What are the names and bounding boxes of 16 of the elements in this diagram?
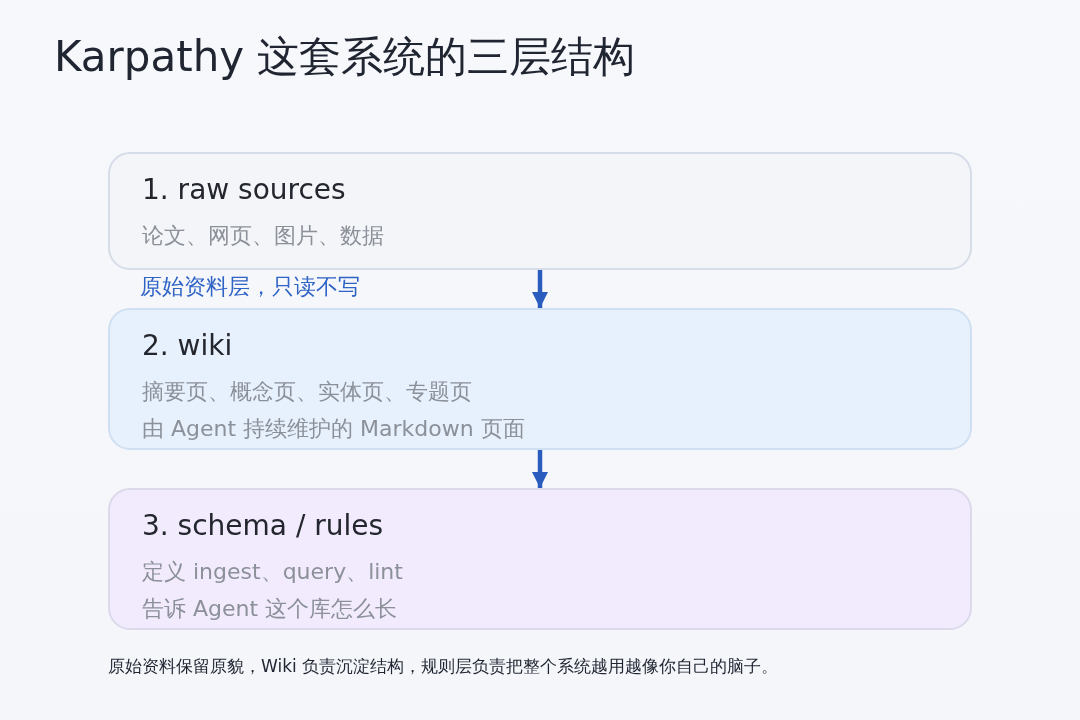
layer-title: 1. raw sources: [142, 172, 346, 208]
layer-description: 由 Agent 持续维护的 Markdown 页面: [142, 415, 525, 443]
arrow: [531, 450, 549, 488]
layer-description: 告诉 Agent 这个库怎么长: [142, 595, 398, 623]
title: Karpathy 这套系统的三层结构: [54, 31, 636, 83]
layer-box: [108, 488, 972, 630]
layer-description: 定义 ingest、query、lint: [142, 558, 403, 587]
layer-note: 原始资料层，只读不写: [140, 273, 360, 301]
layer-description: 摘要页、概念页、实体页、专题页: [142, 378, 472, 407]
arrow: [531, 270, 549, 308]
layer-title: 3. schema / rules: [142, 508, 384, 544]
layer-description: 论文、网页、图片、数据: [142, 222, 384, 251]
layer-box: [108, 152, 972, 270]
layer-title: 2. wiki: [142, 328, 233, 364]
caption: 原始资料保留原貌，Wiki 负责沉淀结构，规则层负责把整个系统越用越像你自己的脑子。: [108, 655, 779, 678]
layer-box: [108, 308, 972, 450]
